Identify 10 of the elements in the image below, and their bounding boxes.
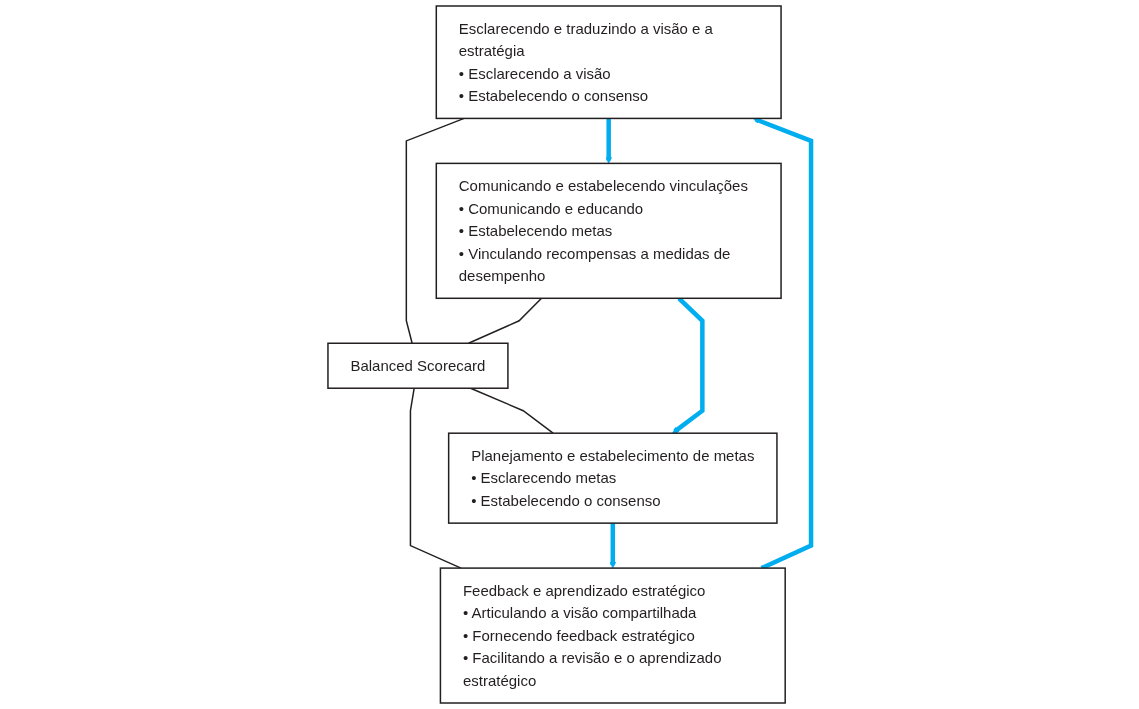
- node-box: Planejamento e estabelecimento de metas • Esclarecendo metas • Estabelecendo o consenso: [447, 432, 778, 524]
- connector: [409, 387, 462, 569]
- node-box: Feedback e aprendizado estratégico • Articulando a visão compartilhada • Fornecendo feedback estratégico • Facilitando a revisão e o aprendizado estratégico: [439, 567, 786, 704]
- arrow: [609, 523, 617, 569]
- node-box: Comunicando e estabelecendo vinculações • Comunicando e educando • Estabelecendo metas • Vinculando recompensas a medidas de desempenho: [435, 162, 782, 300]
- arrow: [605, 118, 612, 164]
- connector: [467, 297, 543, 344]
- node-box: Balanced Scorecard: [327, 342, 509, 389]
- node-box: Esclarecendo e traduzindo a visão e a estratégia • Esclarecendo a visão • Estabelecendo o consenso: [435, 5, 782, 120]
- connector: [405, 117, 465, 344]
